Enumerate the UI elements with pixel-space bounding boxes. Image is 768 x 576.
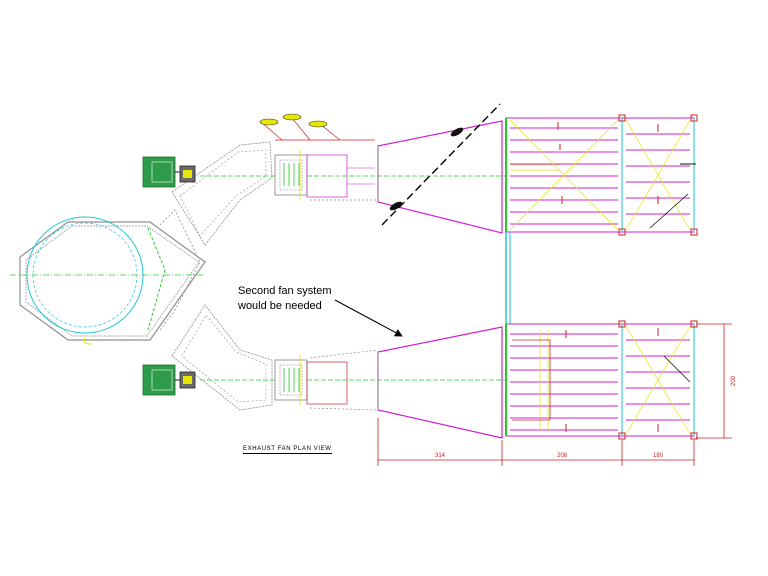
dimension-first-section: 208 bbox=[557, 453, 568, 459]
annotation-line-2: would be needed bbox=[238, 300, 322, 312]
dimension-lines bbox=[377, 323, 732, 466]
lower-motor bbox=[142, 364, 176, 396]
annotation-line-1: Second fan system bbox=[238, 285, 332, 297]
dimension-height: 200 bbox=[731, 375, 737, 386]
dimension-second-section: 180 bbox=[653, 453, 664, 459]
drawing-caption: EXHAUST FAN PLAN VIEW bbox=[243, 446, 332, 454]
main-vessel bbox=[10, 209, 206, 345]
upper-diffuser-duct bbox=[377, 120, 503, 234]
lower-fan-chain bbox=[142, 304, 505, 439]
upper-fan-chain bbox=[142, 103, 505, 246]
upper-filter-section bbox=[505, 114, 698, 236]
dimension-duct-length: 314 bbox=[435, 453, 446, 459]
upper-motor bbox=[142, 156, 176, 188]
lower-diffuser-duct bbox=[377, 326, 503, 439]
annotation-arrow bbox=[334, 299, 403, 337]
lower-filter-section bbox=[505, 320, 698, 440]
annotation-note: Second fan system would be needed bbox=[238, 284, 358, 314]
